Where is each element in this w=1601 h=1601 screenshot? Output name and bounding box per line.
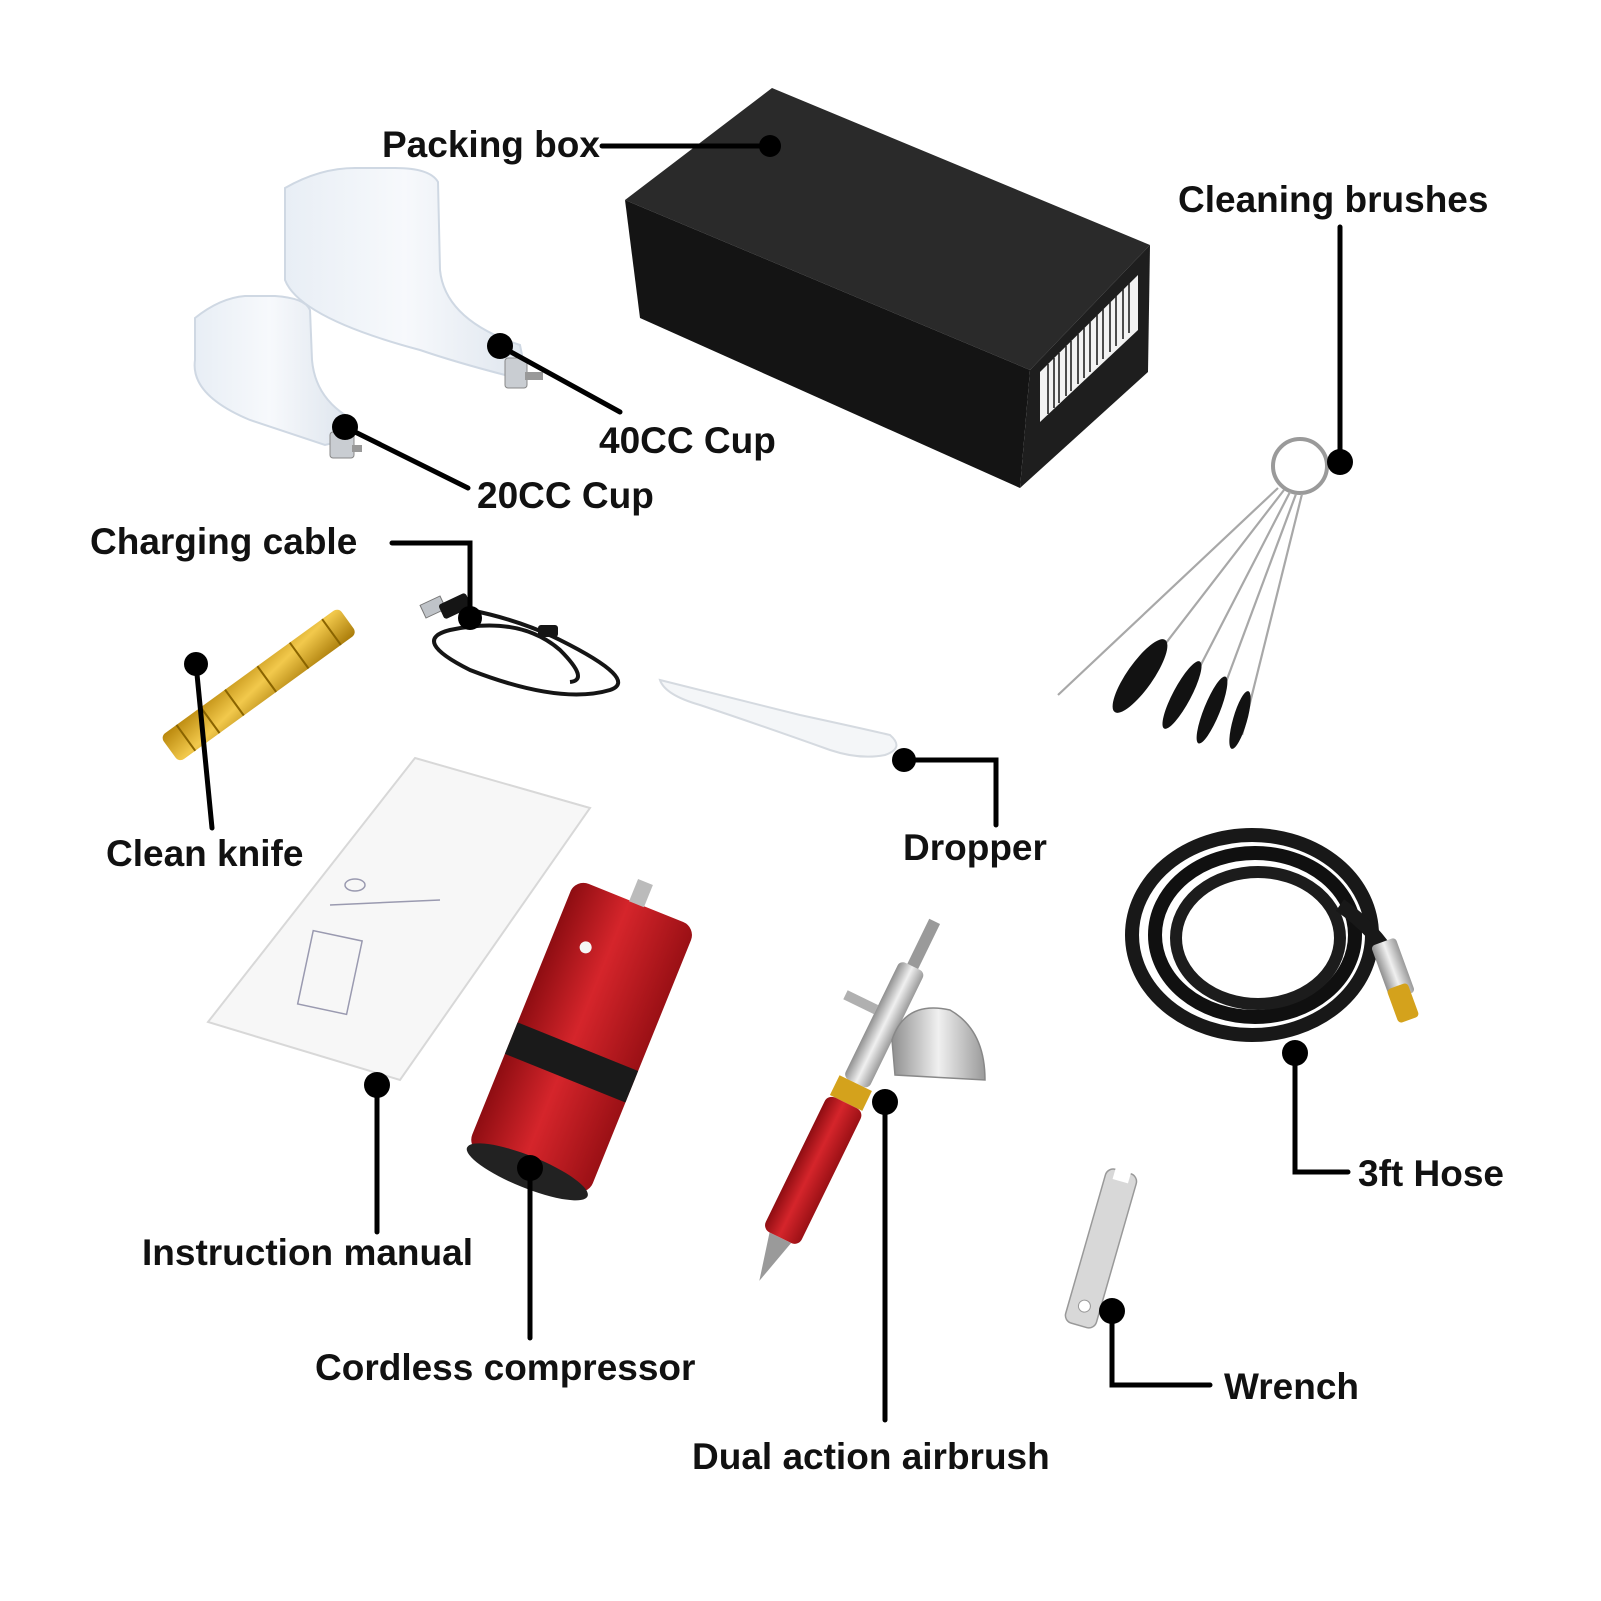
cleaning-brushes: [1057, 437, 1329, 749]
label-dropper: Dropper: [903, 827, 1047, 868]
clean-knife: [162, 609, 355, 761]
label-charging-cable: Charging cable: [90, 521, 357, 562]
label-cordless-compressor: Cordless compressor: [315, 1347, 695, 1388]
barcode-icon: [1040, 275, 1138, 422]
label-20cc-cup: 20CC Cup: [477, 475, 654, 516]
packing-box: [625, 88, 1150, 488]
label-dual-action-airbrush: Dual action airbrush: [692, 1436, 1050, 1477]
hose: [1125, 828, 1419, 1042]
instruction-manual: [206, 756, 592, 1082]
leader-lines: [184, 135, 1353, 1423]
wrench: [1064, 1150, 1138, 1329]
label-wrench: Wrench: [1224, 1366, 1359, 1407]
cup-40cc: [284, 167, 543, 389]
dual-action-airbrush: [759, 918, 986, 1281]
charging-cable: [419, 593, 621, 697]
label-cleaning-brushes: Cleaning brushes: [1178, 179, 1488, 220]
label-instruction-manual: Instruction manual: [142, 1232, 473, 1273]
label-40cc-cup: 40CC Cup: [599, 420, 776, 461]
label-3ft-hose: 3ft Hose: [1358, 1153, 1504, 1194]
label-packing-box: Packing box: [382, 124, 600, 165]
cup-20cc: [193, 295, 362, 459]
indicator-light-icon: [579, 941, 592, 954]
label-clean-knife: Clean knife: [106, 833, 303, 874]
dropper: [658, 678, 898, 758]
